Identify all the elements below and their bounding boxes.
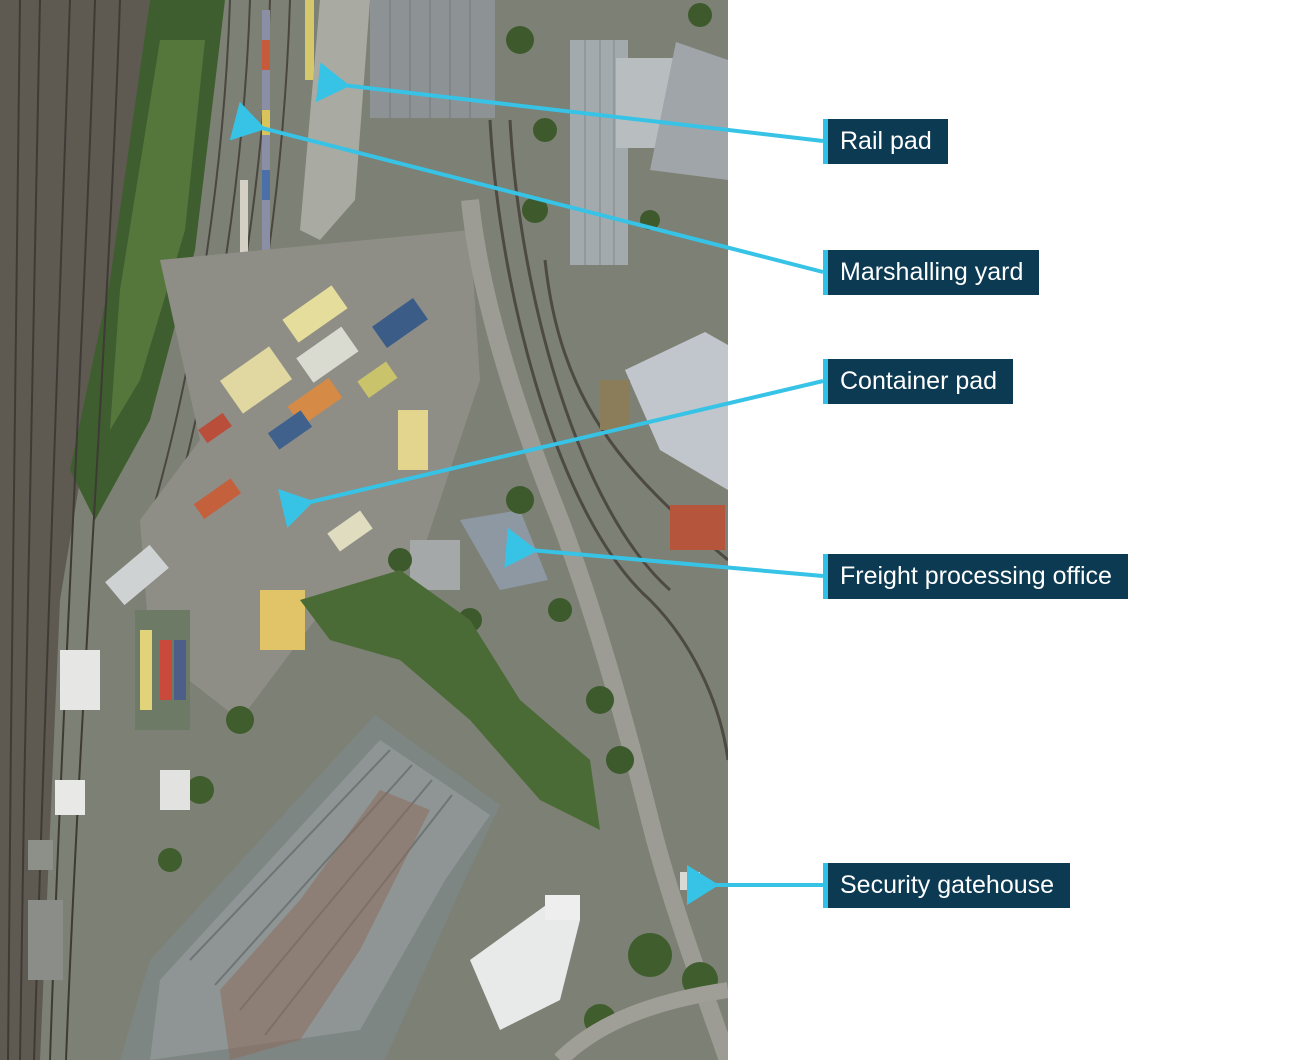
label-freight-processing-office: Freight processing office — [823, 554, 1128, 599]
label-rail-pad: Rail pad — [823, 119, 948, 164]
label-container-pad: Container pad — [823, 359, 1014, 404]
label-security-gatehouse: Security gatehouse — [823, 863, 1071, 908]
label-marshalling-yard: Marshalling yard — [823, 250, 1040, 295]
aerial-photo — [0, 0, 728, 1060]
